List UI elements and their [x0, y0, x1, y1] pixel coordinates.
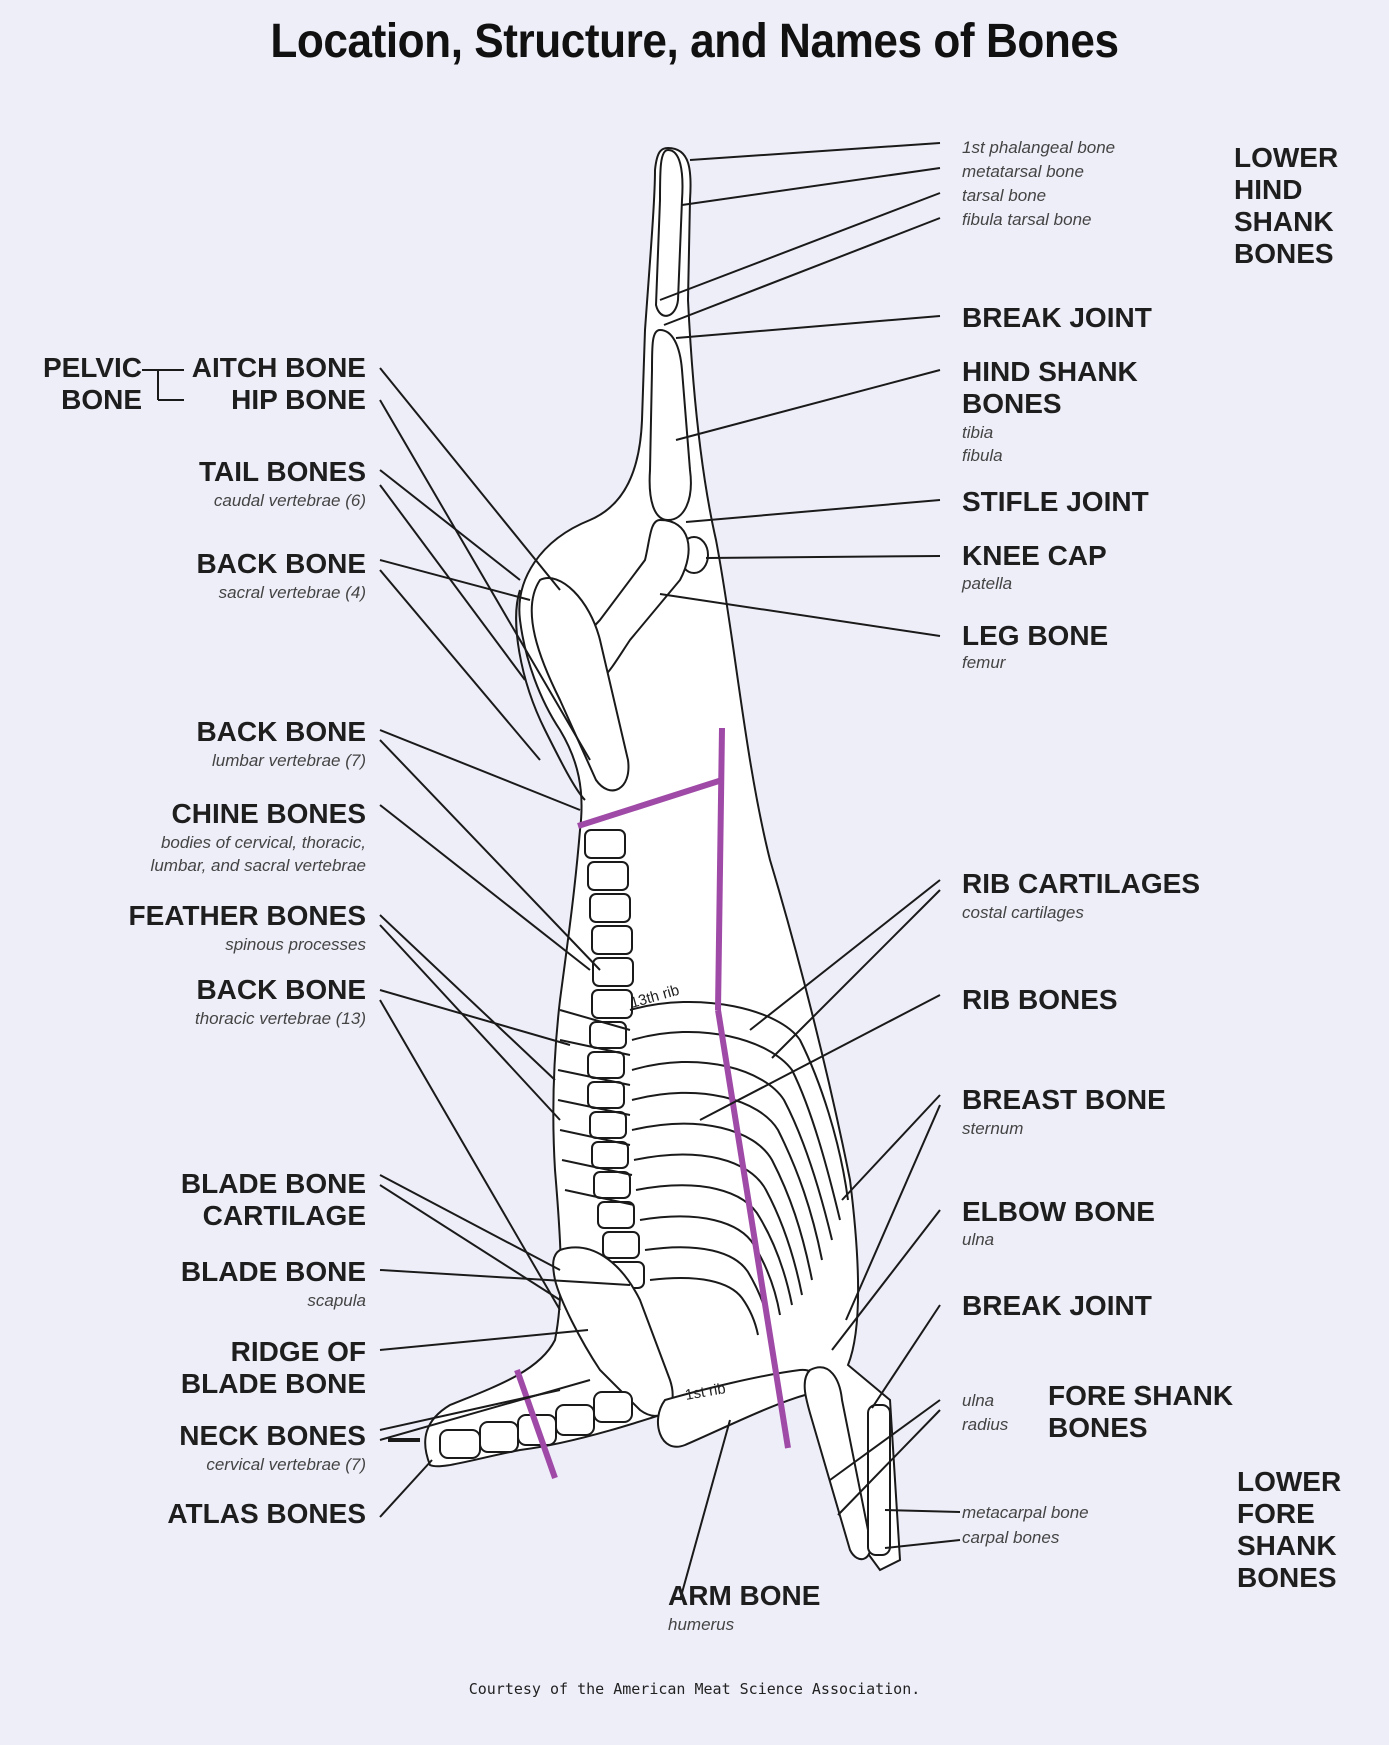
rib-bones-label: RIB BONES [962, 984, 1118, 1016]
radius-label: radius [962, 1414, 1008, 1436]
breast-bone-sublabel: sternum [962, 1118, 1023, 1140]
lower-hind-line-4: BONES [1234, 238, 1338, 270]
phalangeal-bone-label: 1st phalangeal bone [962, 137, 1115, 159]
elbow-bone-sublabel: ulna [962, 1229, 994, 1251]
lower-hind-line-2: HIND [1234, 174, 1338, 206]
rib-cartilages-sublabel: costal cartilages [962, 902, 1084, 924]
lower-fore-line-1: LOWER [1237, 1466, 1341, 1498]
metacarpal-bone-label: metacarpal bone [962, 1502, 1089, 1524]
fore-shank-bones-label-2: BONES [1048, 1412, 1148, 1444]
lower-fore-line-3: SHANK [1237, 1530, 1341, 1562]
lower-hind-line-1: LOWER [1234, 142, 1338, 174]
arm-bone-sublabel: humerus [668, 1614, 734, 1636]
ridge-of-blade-bone-label-2: BLADE BONE [60, 1368, 366, 1400]
breast-bone-label: BREAST BONE [962, 1084, 1166, 1116]
rib-cartilages-label: RIB CARTILAGES [962, 868, 1200, 900]
blade-bone-cartilage-label-1: BLADE BONE [60, 1168, 366, 1200]
lower-hind-line-3: SHANK [1234, 206, 1338, 238]
fibula-sublabel: fibula [962, 445, 1003, 467]
back-bone-lumbar-sublabel: lumbar vertebrae (7) [100, 750, 366, 772]
lower-fore-shank-bones-label: LOWER FORE SHANK BONES [1237, 1466, 1341, 1594]
feather-bones-label: FEATHER BONES [60, 900, 366, 932]
leg-bone-sublabel: femur [962, 652, 1005, 674]
aitch-bone-label: AITCH BONE [160, 352, 366, 384]
feather-bones-sublabel: spinous processes [60, 934, 366, 956]
elbow-bone-label: ELBOW BONE [962, 1196, 1155, 1228]
tail-bones-sublabel: caudal vertebrae (6) [100, 490, 366, 512]
blade-bone-sublabel: scapula [60, 1290, 366, 1312]
knee-cap-sublabel: patella [962, 573, 1012, 595]
chine-bones-sublabel-2: lumbar, and sacral vertebrae [60, 855, 366, 877]
lower-fore-line-4: BONES [1237, 1562, 1341, 1594]
pelvic-bone-label-line1: PELVIC [30, 352, 142, 384]
back-bone-lumbar-label: BACK BONE [100, 716, 366, 748]
ridge-of-blade-bone-label-1: RIDGE OF [60, 1336, 366, 1368]
chine-bones-sublabel-1: bodies of cervical, thoracic, [60, 832, 366, 854]
hind-shank-bones-label-1: HIND SHANK [962, 356, 1138, 388]
hip-bone-label: HIP BONE [160, 384, 366, 416]
metatarsal-bone-label: metatarsal bone [962, 161, 1084, 183]
lower-hind-shank-bones-label: LOWER HIND SHANK BONES [1234, 142, 1338, 270]
pelvic-bone-label-line2: BONE [30, 384, 142, 416]
fore-shank-bones-label-1: FORE SHANK [1048, 1380, 1233, 1412]
blade-bone-cartilage-label-2: CARTILAGE [60, 1200, 366, 1232]
back-bone-thoracic-sublabel: thoracic vertebrae (13) [60, 1008, 366, 1030]
tibia-sublabel: tibia [962, 422, 993, 444]
atlas-bones-label: ATLAS BONES [60, 1498, 366, 1530]
break-joint-hind-label: BREAK JOINT [962, 302, 1152, 334]
ulna-label: ulna [962, 1390, 994, 1412]
tail-bones-label: TAIL BONES [100, 456, 366, 488]
knee-cap-label: KNEE CAP [962, 540, 1107, 572]
back-bone-thoracic-label: BACK BONE [60, 974, 366, 1006]
stifle-joint-label: STIFLE JOINT [962, 486, 1149, 518]
fibula-tarsal-bone-label: fibula tarsal bone [962, 209, 1091, 231]
lower-fore-line-2: FORE [1237, 1498, 1341, 1530]
carpal-bones-label: carpal bones [962, 1527, 1059, 1549]
leg-bone-label: LEG BONE [962, 620, 1108, 652]
tarsal-bone-label: tarsal bone [962, 185, 1046, 207]
hind-metatarsal-shape [656, 150, 682, 316]
arm-bone-label: ARM BONE [668, 1580, 820, 1612]
neck-bones-label: NECK BONES [60, 1420, 366, 1452]
hind-shank-bones-label-2: BONES [962, 388, 1062, 420]
chine-bones-label: CHINE BONES [60, 798, 366, 830]
break-joint-fore-label: BREAK JOINT [962, 1290, 1152, 1322]
neck-bones-sublabel: cervical vertebrae (7) [60, 1454, 366, 1476]
blade-bone-label: BLADE BONE [60, 1256, 366, 1288]
credit-line: Courtesy of the American Meat Science As… [0, 1680, 1389, 1698]
back-bone-sacral-sublabel: sacral vertebrae (4) [100, 582, 366, 604]
back-bone-sacral-label: BACK BONE [100, 548, 366, 580]
